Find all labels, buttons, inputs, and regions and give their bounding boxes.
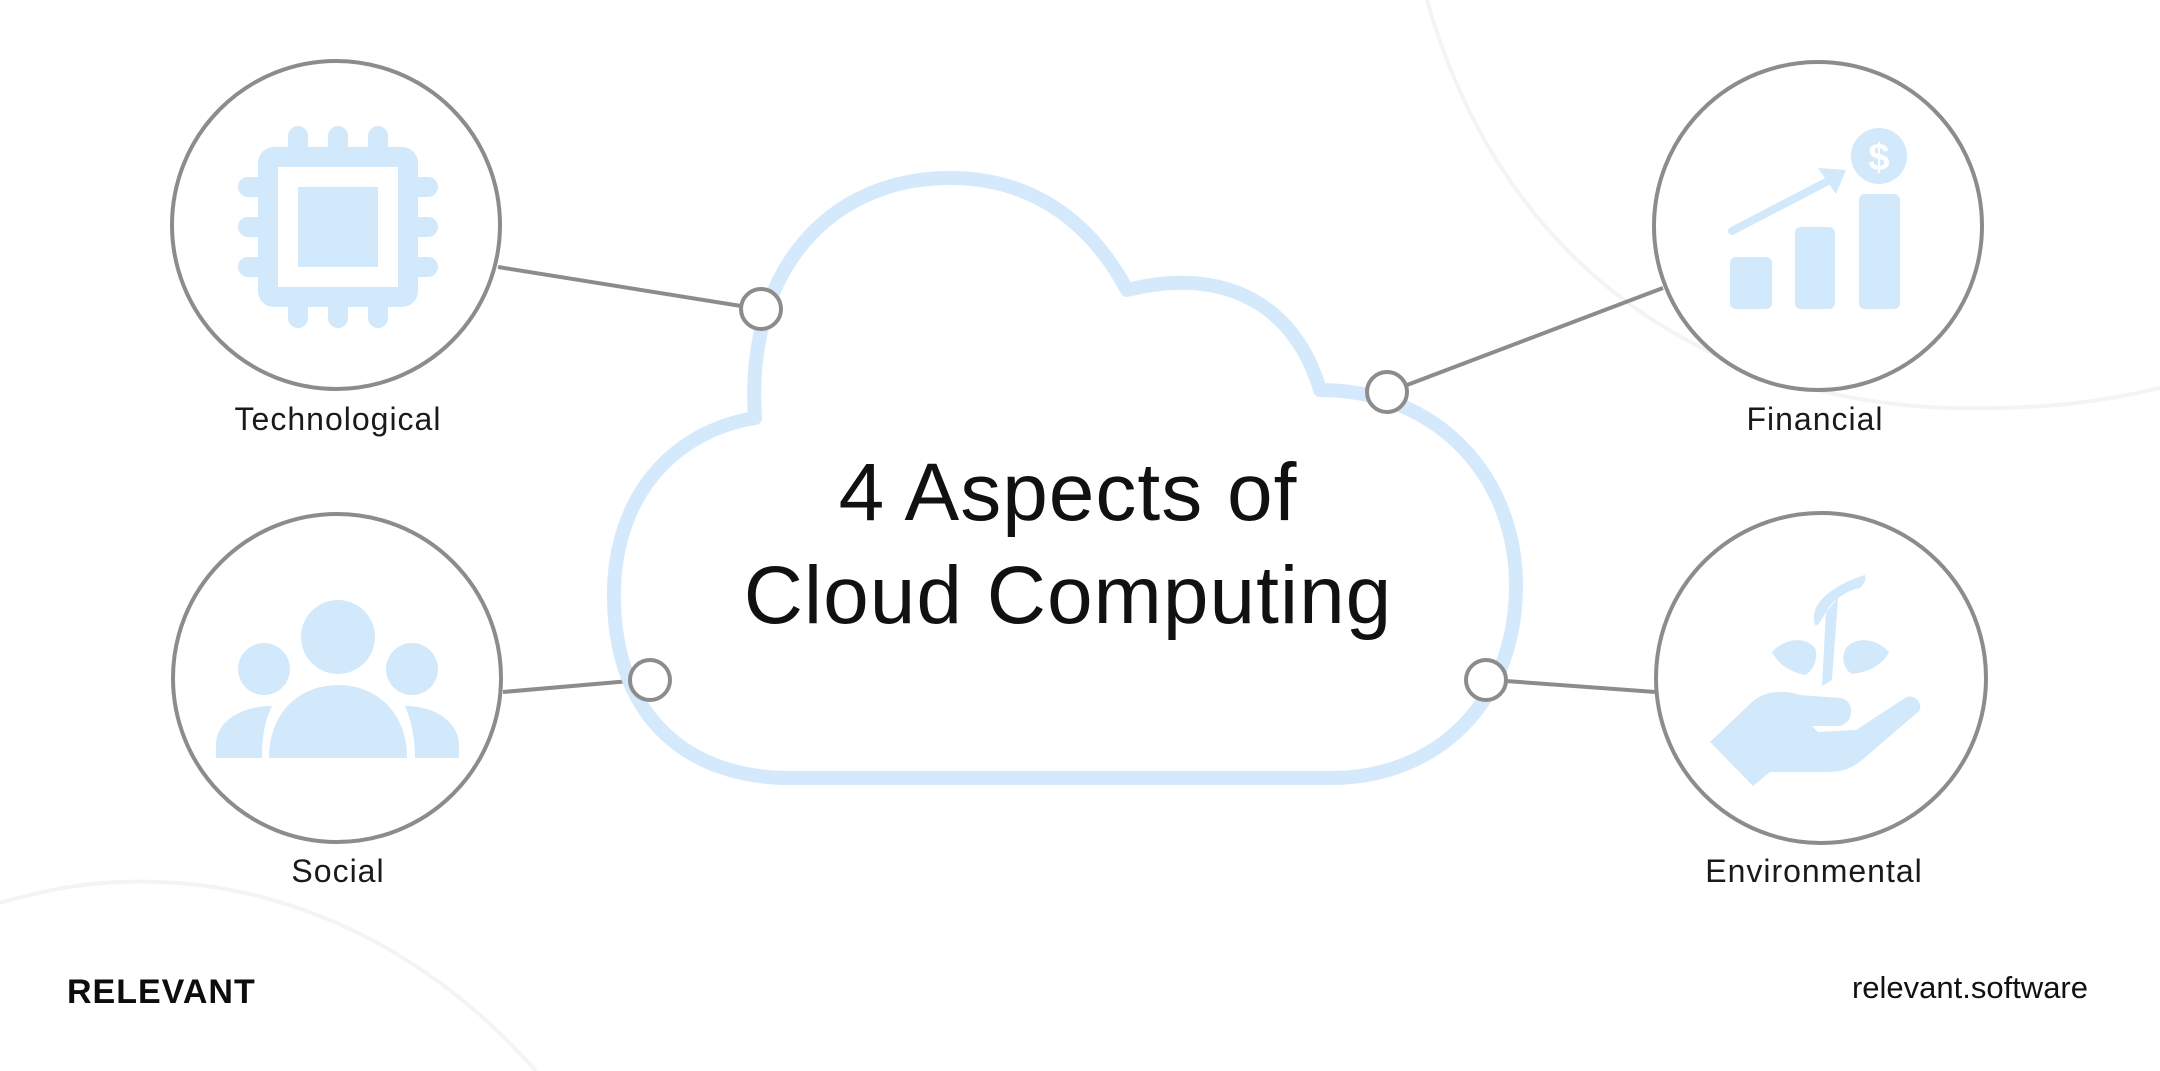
aspect-label: Environmental [1705, 853, 1923, 889]
cloud-nodes [628, 287, 1508, 702]
cpu-chip-icon [238, 126, 438, 328]
aspect-label: Technological [235, 401, 442, 437]
node-financial [1365, 370, 1409, 414]
growth-chart-dollar-icon: $ [1728, 128, 1907, 309]
connector-environmental [1505, 679, 1657, 694]
aspect-ring [171, 512, 503, 844]
brand-logo: RELEVANT [67, 973, 256, 1011]
aspect-label: Financial [1746, 401, 1883, 437]
svg-text:$: $ [1868, 137, 1889, 179]
node-technological [739, 287, 783, 331]
aspect-technological: Technological [170, 59, 502, 437]
background-arc-bottom-left [0, 879, 538, 1071]
aspect-ring [1654, 511, 1988, 845]
aspect-label: Social [291, 853, 384, 889]
aspect-social: Social [171, 512, 503, 889]
connector-social [502, 679, 631, 694]
hand-plant-icon [1710, 575, 1921, 786]
connector-financial [1406, 286, 1664, 387]
connectors [497, 265, 1664, 694]
aspect-ring [1652, 60, 1984, 392]
connector-technological [497, 265, 742, 308]
cloud-shape [606, 171, 1524, 785]
node-social [628, 658, 672, 702]
dollar-coin-icon [1851, 128, 1907, 184]
aspect-environmental: Environmental [1654, 511, 1988, 889]
people-group-icon [216, 600, 459, 758]
diagram-title-line2: Cloud Computing [744, 550, 1393, 641]
brand-url: relevant.software [1852, 970, 2088, 1005]
aspect-financial: $ Financial [1652, 60, 1984, 437]
node-environmental [1464, 658, 1508, 702]
diagram-title-line1: 4 Aspects of [839, 447, 1298, 538]
